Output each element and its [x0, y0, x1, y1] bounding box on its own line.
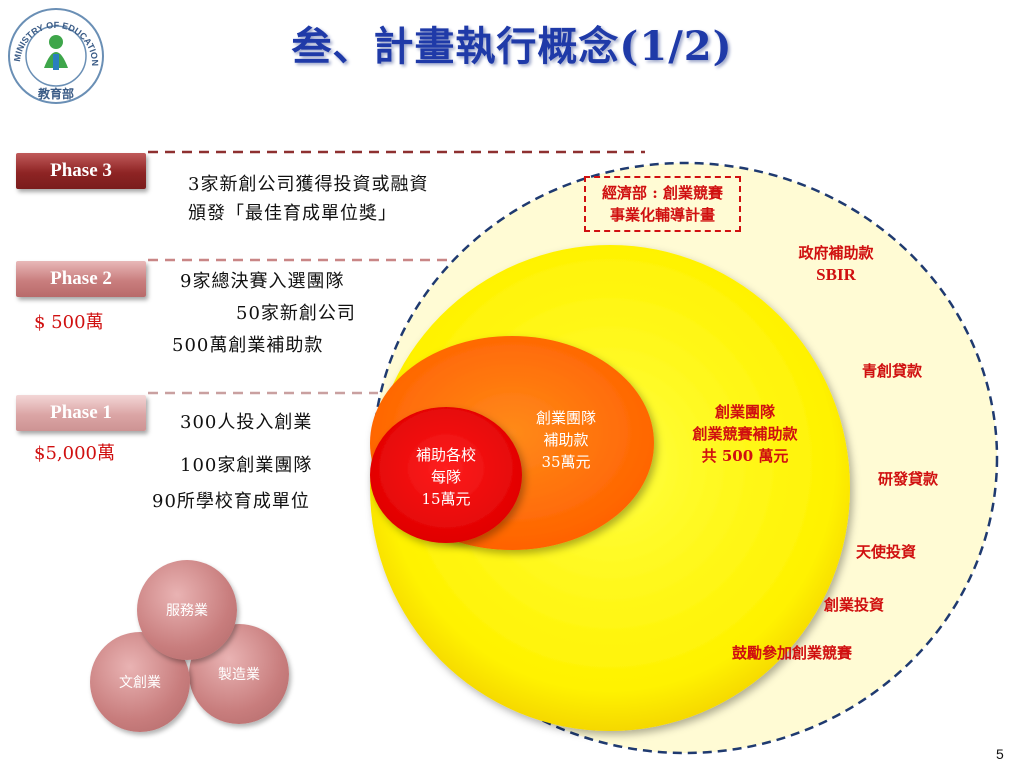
phase1-line-1: 300人投入創業 [180, 412, 313, 433]
phase3-line-2: 頒發「最佳育成單位獎」 [188, 203, 397, 224]
page-title: 叁、計畫執行概念(1/2) [291, 23, 733, 70]
orange-circle-text: 創業團隊 補助款 35萬元 [520, 407, 612, 473]
sbir-text: SBIR [816, 265, 856, 284]
encourage-competition-label: 鼓勵參加創業競賽 [732, 644, 853, 662]
red-line-2: 每隊 [430, 468, 461, 486]
bubble-cultural-creative-label: 文創業 [119, 675, 161, 691]
yellow-line-1: 創業團隊 [714, 403, 775, 421]
gov-subsidy-label: 政府補助款 SBIR [786, 242, 886, 286]
phase-3-label: Phase 3 [16, 153, 146, 189]
yellow-line-2: 創業競賽補助款 [692, 425, 798, 443]
red-circle-text: 補助各校 每隊 15萬元 [398, 444, 494, 510]
bubble-service: 服務業 [137, 560, 237, 660]
angel-investment-label: 天使投資 [856, 543, 917, 561]
youth-loan-label: 青創貸款 [862, 362, 923, 380]
venture-capital-label: 創業投資 [824, 596, 885, 614]
boxed-line-1: 經濟部 : 創業競賽 [602, 184, 723, 202]
phase3-line-1: 3家新創公司獲得投資或融資 [188, 174, 429, 195]
phase2-line-3: 500萬創業補助款 [172, 335, 324, 356]
red-circle [370, 407, 522, 543]
yellow-circle-text: 創業團隊 創業競賽補助款 共 500 萬元 [672, 401, 818, 467]
orange-line-1: 創業團隊 [535, 409, 596, 427]
orange-line-2: 補助款 [543, 431, 589, 449]
page-number: 5 [996, 746, 1004, 762]
svg-text:教育部: 教育部 [37, 86, 74, 101]
rd-loan-label: 研發貸款 [878, 470, 939, 488]
phase2-line-1: 9家總決賽入選團隊 [180, 271, 345, 292]
boxed-line-2: 事業化輔導計畫 [609, 206, 715, 224]
ministry-logo: MINISTRY OF EDUCATION 教育部 [6, 6, 106, 106]
phase1-line-2: 100家創業團隊 [180, 455, 313, 476]
bubble-manufacturing-label: 製造業 [218, 667, 260, 683]
phase1-line-3: 90所學校育成單位 [152, 491, 310, 512]
bubble-service-label: 服務業 [166, 603, 208, 619]
phase-1-label: Phase 1 [16, 395, 146, 431]
yellow-line-3: 共 500 萬元 [701, 447, 789, 465]
phase-2-label: Phase 2 [16, 261, 146, 297]
ministry-economic-program-box: 經濟部 : 創業競賽 事業化輔導計畫 [584, 176, 741, 232]
orange-line-3: 35萬元 [541, 453, 591, 471]
phase2-line-2: 50家新創公司 [236, 303, 356, 324]
red-line-1: 補助各校 [415, 446, 476, 464]
phase1-money: $5,000萬 [34, 443, 115, 464]
red-line-3: 15萬元 [421, 490, 471, 508]
phase2-money: $ 500萬 [34, 312, 104, 333]
gov-subsidy-text: 政府補助款 [798, 244, 874, 262]
